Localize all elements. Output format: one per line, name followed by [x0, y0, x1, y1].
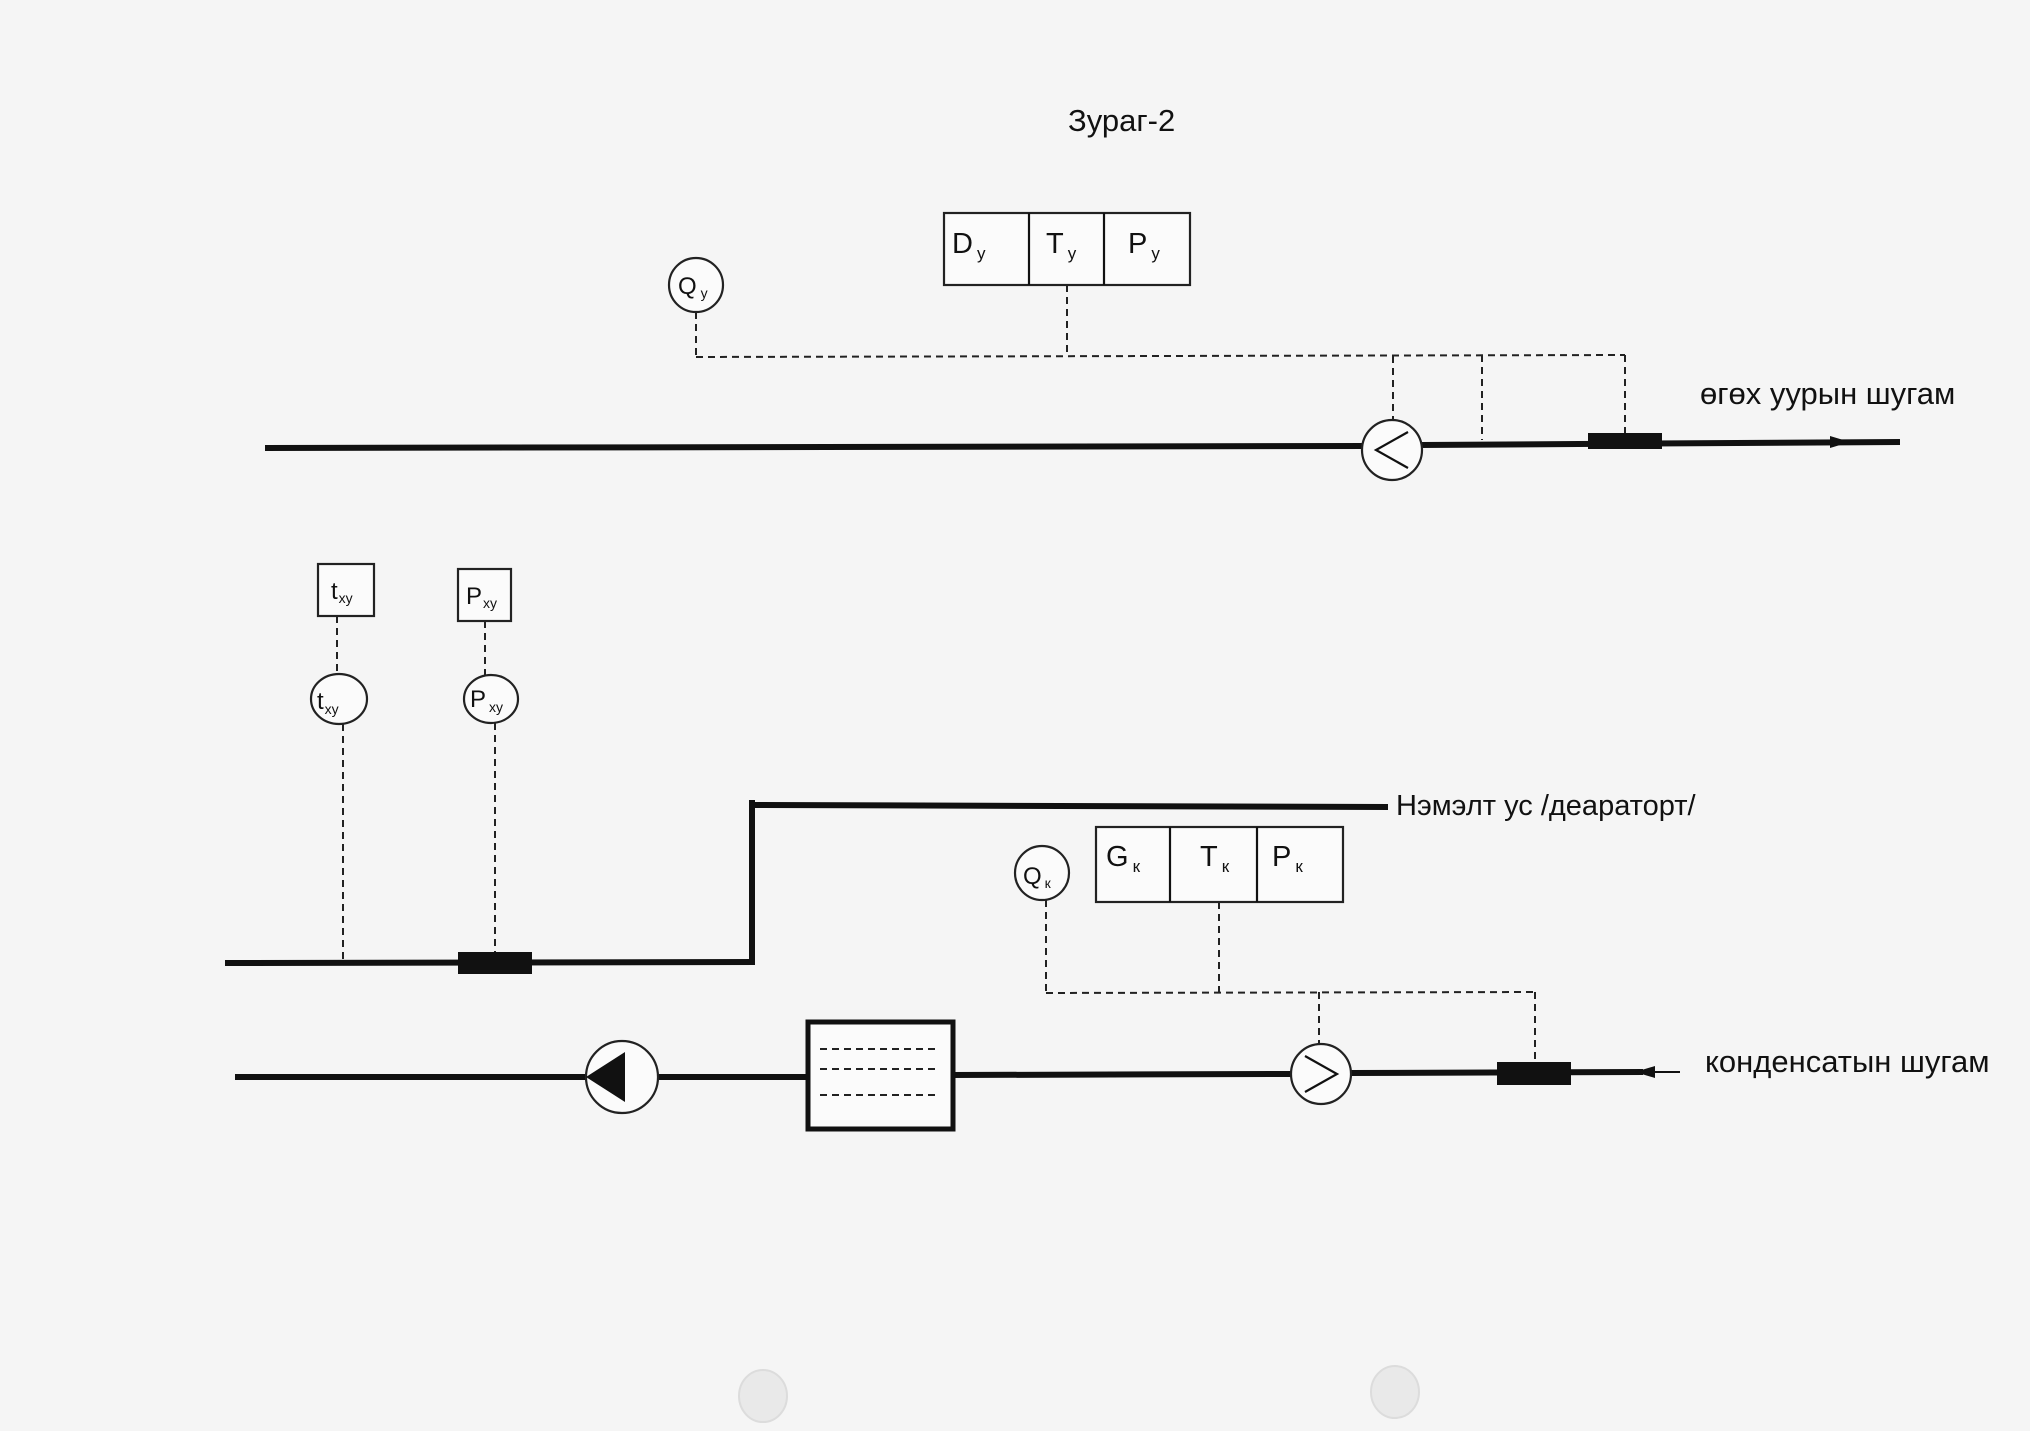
cold-water-temperature-box: tху — [316, 562, 376, 618]
cold-water-signal-lines — [336, 616, 496, 962]
condensate-line — [235, 1066, 1680, 1080]
punch-hole — [1370, 1365, 1420, 1419]
condensate-line-label: конденсатын шугам — [1705, 1044, 1990, 1079]
page-title: Зураг-2 — [1068, 103, 1175, 138]
svg-text:Pху: Pху — [470, 686, 503, 715]
orifice-icon — [1588, 433, 1662, 449]
svg-text:tху: tху — [317, 688, 339, 717]
flowmeter-icon — [1360, 418, 1424, 482]
cold-water-pressure-box: Pху — [456, 567, 513, 623]
steam-pipe-left — [264, 442, 1366, 452]
condensate-pipe-inlet — [1348, 1068, 1644, 1077]
flow-arrow-icon — [1830, 436, 1850, 448]
heat-exchanger-icon — [805, 1019, 956, 1132]
orifice-icon — [1497, 1062, 1571, 1085]
flowmeter-icon — [1289, 1042, 1353, 1106]
makeup-pipe — [748, 801, 1389, 811]
steam-line-label: өгөх уурын шугам — [1700, 376, 1955, 411]
pump-icon — [584, 1039, 660, 1115]
steam-signal-lines — [695, 285, 1626, 440]
svg-text:Pху: Pху — [466, 583, 497, 611]
flow-arrow-icon — [1635, 1066, 1655, 1078]
condensate-pipe-middle — [949, 1070, 1294, 1079]
punch-hole — [738, 1369, 788, 1423]
svg-text:tху: tху — [331, 578, 353, 606]
orifice-icon — [458, 952, 532, 974]
cold-water-temperature-sensor: tху — [309, 672, 369, 726]
condensate-signal-lines — [1045, 900, 1536, 1062]
makeup-line-label: Нэмэлт ус /деараторт/ — [1396, 790, 1697, 822]
